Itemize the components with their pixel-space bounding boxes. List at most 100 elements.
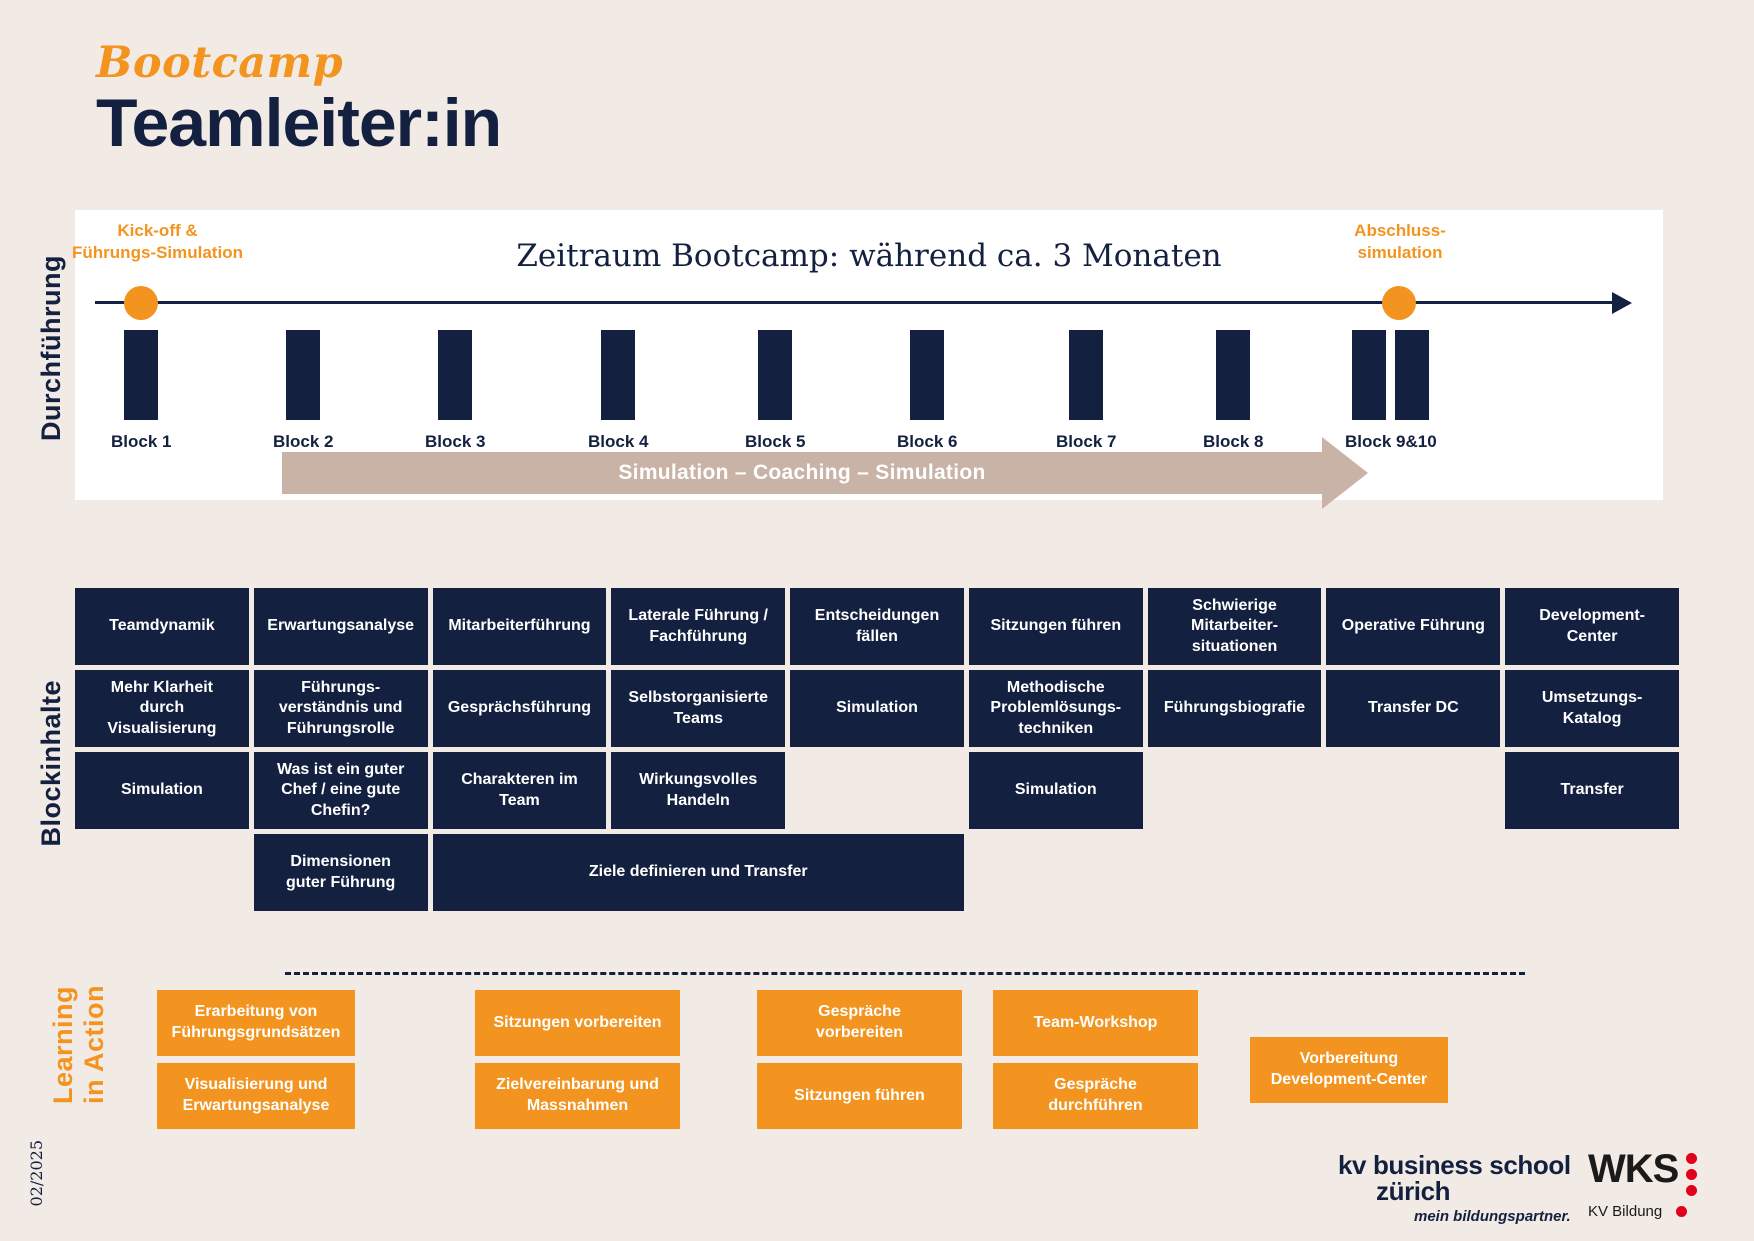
block-bar-icon: [910, 330, 945, 420]
block-label: Block 1: [110, 432, 172, 451]
timeline-block-8: Block 8: [1203, 330, 1263, 452]
abschluss-line1: Abschluss-: [1354, 221, 1446, 240]
block-label: Block 8: [1202, 432, 1264, 451]
block-bar-wrapper: [1345, 330, 1437, 420]
kickoff-line2: Führungs-Simulation: [72, 243, 243, 263]
wks-logo-subtitle: KV Bildung: [1588, 1203, 1663, 1220]
abschluss-line2: simulation: [1357, 243, 1443, 263]
wks-logo: WKS KV Bildung: [1588, 1147, 1698, 1220]
timeline-block-3: Block 3: [425, 330, 485, 452]
block-label: Block 5: [744, 432, 806, 451]
date-stamp: 02/2025: [27, 1140, 46, 1207]
learning-label-line2: in Action: [79, 985, 110, 1104]
blockinhalte-cell: Gesprächsführung: [432, 670, 607, 747]
wks-dots-icon: [1686, 1150, 1698, 1201]
block-bar-wrapper: [1056, 330, 1116, 420]
blockinhalte-cell: Simulation: [790, 670, 964, 747]
coaching-band-arrow-icon: [1322, 437, 1368, 509]
kickoff-line1: Kick-off &: [117, 221, 198, 240]
blockinhalte-cell-empty: [969, 834, 1143, 911]
coaching-band-label: Simulation – Coaching – Simulation: [618, 461, 986, 484]
wks-logo-text: WKS: [1588, 1147, 1679, 1191]
kv-business-school-logo: kv business school zürich mein bildungsp…: [1338, 1152, 1571, 1225]
blockinhalte-cell: Mitarbeiterführung: [432, 588, 607, 665]
milestone-abschluss-dot-icon: [1382, 286, 1416, 320]
milestone-kickoff-label: Kick-off & Führungs-Simulation: [40, 220, 275, 264]
blockinhalte-cell: Erwartungsanalyse: [253, 588, 428, 665]
kv-logo-line2: zürich: [1376, 1176, 1451, 1206]
blockinhalte-cell-empty: [75, 834, 249, 911]
section-label-durchfuehrung: Durchführung: [36, 255, 66, 441]
timeline-arrow-icon: [1612, 292, 1632, 314]
blockinhalte-cell-empty: [1505, 834, 1679, 911]
wks-dot-icon: [1676, 1206, 1688, 1217]
block-bar-icon: [286, 330, 321, 420]
block-bar-wrapper: [745, 330, 805, 420]
blockinhalte-cell: Development-Center: [1505, 588, 1679, 665]
block-bar-wrapper: [588, 330, 648, 420]
blockinhalte-cell-empty: [1148, 752, 1322, 829]
block-bar-wrapper: [273, 330, 333, 420]
timeline-blocks: Block 1 Block 2 Block 3 Block 4 Block 5 Block…: [75, 330, 1663, 480]
block-bar-wrapper: [425, 330, 485, 420]
timeline-panel: Zeitraum Bootcamp: während ca. 3 Monaten…: [72, 210, 1663, 500]
timeline-block-7: Block 7: [1056, 330, 1116, 452]
section-label-learning-in-action: Learning in Action: [48, 985, 110, 1104]
block-bar-icon: [1216, 330, 1251, 420]
block-bar-icon: [1069, 330, 1104, 420]
section-divider: [285, 972, 1525, 975]
block-bar-icon: [438, 330, 473, 420]
timeline-block-5: Block 5: [745, 330, 805, 452]
timeline-block-9: Block 9&10: [1345, 330, 1437, 452]
blockinhalte-cell-empty: [1326, 834, 1500, 911]
blockinhalte-cell: Simulation: [968, 752, 1143, 829]
milestone-abschluss-label: Abschluss- simulation: [1315, 220, 1485, 264]
block-bar-wrapper: [111, 330, 171, 420]
blockinhalte-cell-wide: Ziele definieren und Transfer: [432, 834, 964, 911]
lia-box: Sitzungen führen: [757, 1063, 962, 1129]
block-label: Block 6: [896, 432, 958, 451]
blockinhalte-cell: Umsetzungs-Katalog: [1505, 670, 1679, 747]
blockinhalte-cell: Transfer: [1505, 752, 1679, 829]
block-label: Block 7: [1055, 432, 1117, 451]
timeline-block-4: Block 4: [588, 330, 648, 452]
coaching-band-body: [282, 452, 1322, 494]
blockinhalte-cell: Simulation: [75, 752, 249, 829]
block-bar-icon: [1395, 330, 1430, 420]
block-label: Block 4: [587, 432, 649, 451]
block-label: Block 3: [424, 432, 486, 451]
learning-label-line1: Learning: [48, 985, 78, 1104]
page-title: Teamleiter:in: [96, 85, 502, 161]
lia-box: Team-Workshop: [993, 990, 1198, 1056]
kv-logo-tagline: mein bildungspartner.: [1413, 1208, 1571, 1226]
milestone-kickoff-dot-icon: [124, 286, 158, 320]
header-kicker: Bootcamp: [96, 38, 344, 88]
lia-box: Sitzungen vorbereiten: [475, 990, 680, 1056]
kv-logo-line1: kv business school: [1338, 1150, 1571, 1180]
timeline-block-2: Block 2: [273, 330, 333, 452]
timeline-caption: Zeitraum Bootcamp: während ca. 3 Monaten: [516, 238, 1222, 274]
blockinhalte-cell: Laterale Führung /Fachführung: [611, 588, 786, 665]
block-label: Block 2: [272, 432, 334, 451]
blockinhalte-cell: Führungsbiografie: [1147, 670, 1322, 747]
